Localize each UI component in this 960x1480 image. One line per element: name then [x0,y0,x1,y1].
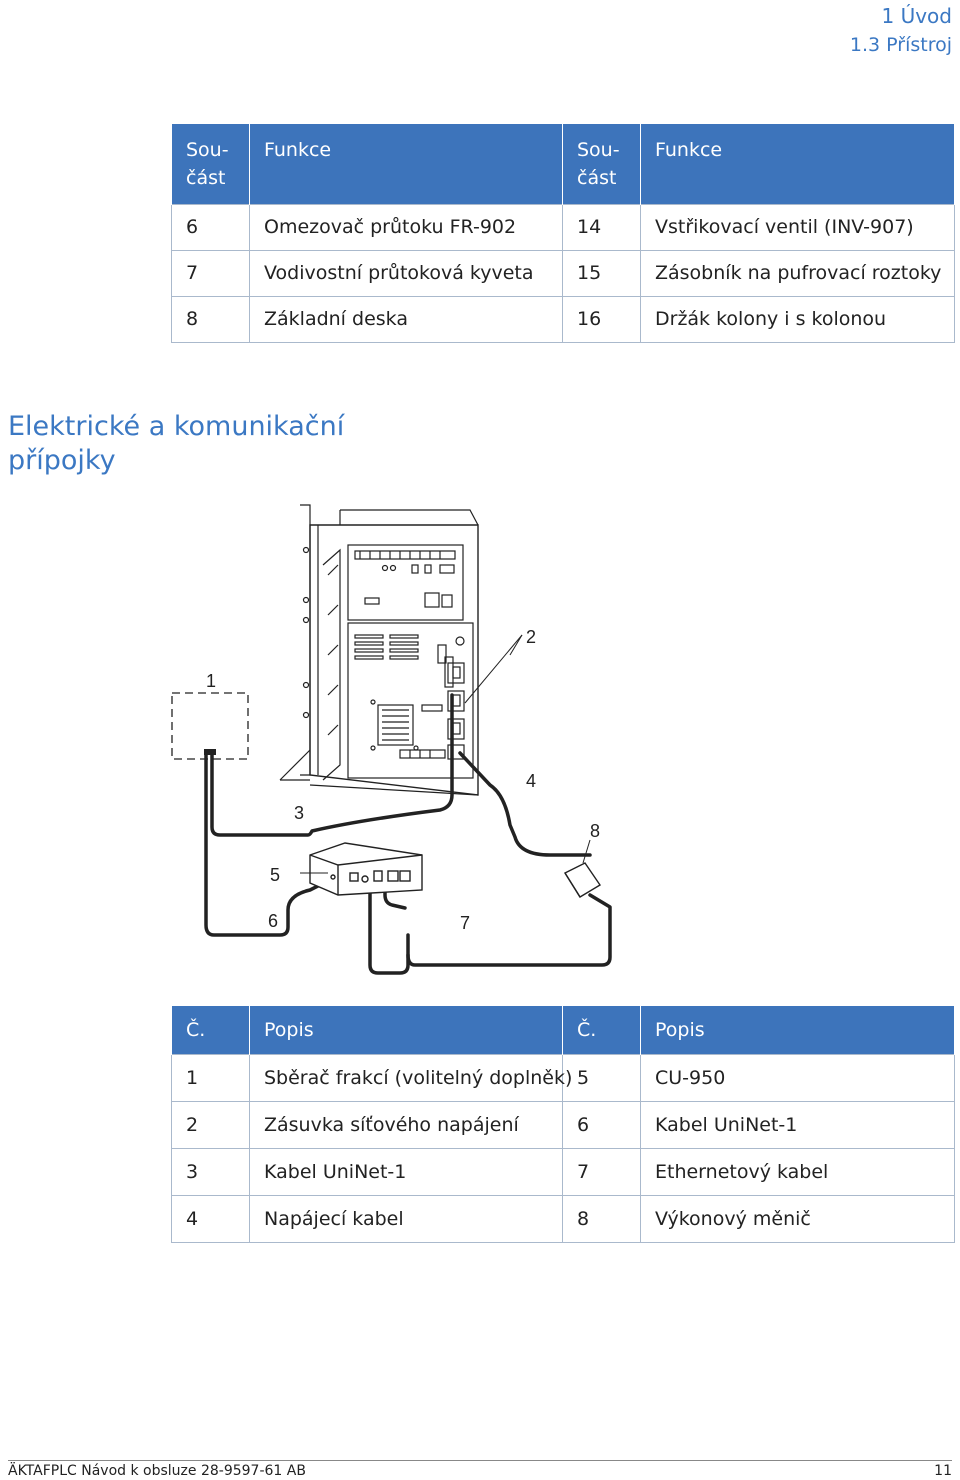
connection-diagram: 1 2 3 4 5 6 7 8 [171,504,612,975]
cell: Omezovač průtoku FR-902 [249,203,563,251]
cell: Zásobník na pufrovací roztoky [640,249,955,297]
description-table: Č. Popis Č. Popis 1 Sběrač frakcí (volit… [171,1006,955,1243]
cell: 4 [171,1194,250,1243]
col-header-part: Sou- část [171,124,250,204]
cell: 15 [562,249,641,297]
col-header-number: Č. [171,1006,250,1054]
cell: Zásuvka síťového napájení [249,1100,563,1149]
table-row: 3 Kabel UniNet-1 7 Ethernetový kabel [171,1147,955,1196]
col-header-number: Č. [562,1006,641,1054]
cell: 6 [171,203,250,251]
section-title: Elektrické a komunikační přípojky [8,411,345,476]
table-row: 4 Napájecí kabel 8 Výkonový měnič [171,1194,955,1243]
cell: Kabel UniNet-1 [640,1100,955,1149]
cell: Ethernetový kabel [640,1147,955,1196]
table-row: 8 Základní deska 16 Držák kolony i s kol… [171,295,955,343]
cell: 14 [562,203,641,251]
cell: Základní deska [249,295,563,343]
page-number: 11 [934,1463,952,1479]
parts-table: Sou- část Funkce Sou- část Funkce 6 Omez… [171,124,955,343]
table-row: 7 Vodivostní průtoková kyveta 15 Zásobní… [171,249,955,297]
cell: 16 [562,295,641,343]
col-header-description: Popis [640,1006,955,1054]
cell: Vstřikovací ventil (INV-907) [640,203,955,251]
callout-7: 7 [460,913,470,933]
table-row: 6 Omezovač průtoku FR-902 14 Vstřikovací… [171,203,955,251]
callout-5: 5 [270,865,280,885]
col-header-part: Sou- část [562,124,641,204]
table-header-row: Sou- část Funkce Sou- část Funkce [171,124,955,204]
cell: 7 [171,249,250,297]
cell: Výkonový měnič [640,1194,955,1243]
table-header-row: Č. Popis Č. Popis [171,1006,955,1054]
cell: 7 [562,1147,641,1196]
cell: 1 [171,1053,250,1102]
cell: CU-950 [640,1053,955,1102]
callout-2: 2 [526,627,536,647]
callout-6: 6 [268,911,278,931]
cell: 8 [562,1194,641,1243]
chapter-heading: 1 Úvod [881,4,953,28]
cell: 3 [171,1147,250,1196]
callout-3: 3 [294,803,304,823]
cell: 2 [171,1100,250,1149]
cell: 8 [171,295,250,343]
col-header-function: Funkce [249,124,563,204]
table-row: 2 Zásuvka síťového napájení 6 Kabel UniN… [171,1100,955,1149]
cell: Sběrač frakcí (volitelný doplněk) [249,1053,572,1102]
cell: Držák kolony i s kolonou [640,295,955,343]
cell: Napájecí kabel [249,1194,563,1243]
callout-4: 4 [526,771,536,791]
cell: Vodivostní průtoková kyveta [249,249,563,297]
cell: 6 [562,1100,641,1149]
table-row: 1 Sběrač frakcí (volitelný doplněk) 5 CU… [171,1053,955,1102]
col-header-description: Popis [249,1006,563,1054]
section-heading: 1.3 Přístroj [849,34,952,56]
cell: Kabel UniNet-1 [249,1147,563,1196]
callout-8: 8 [590,821,600,841]
footer-divider [8,1460,952,1461]
col-header-function: Funkce [640,124,955,204]
cell: 5 [562,1053,641,1102]
callout-1: 1 [206,671,216,691]
footer-document-title: ÄKTAFPLC Návod k obsluze 28-9597-61 AB [8,1463,306,1479]
